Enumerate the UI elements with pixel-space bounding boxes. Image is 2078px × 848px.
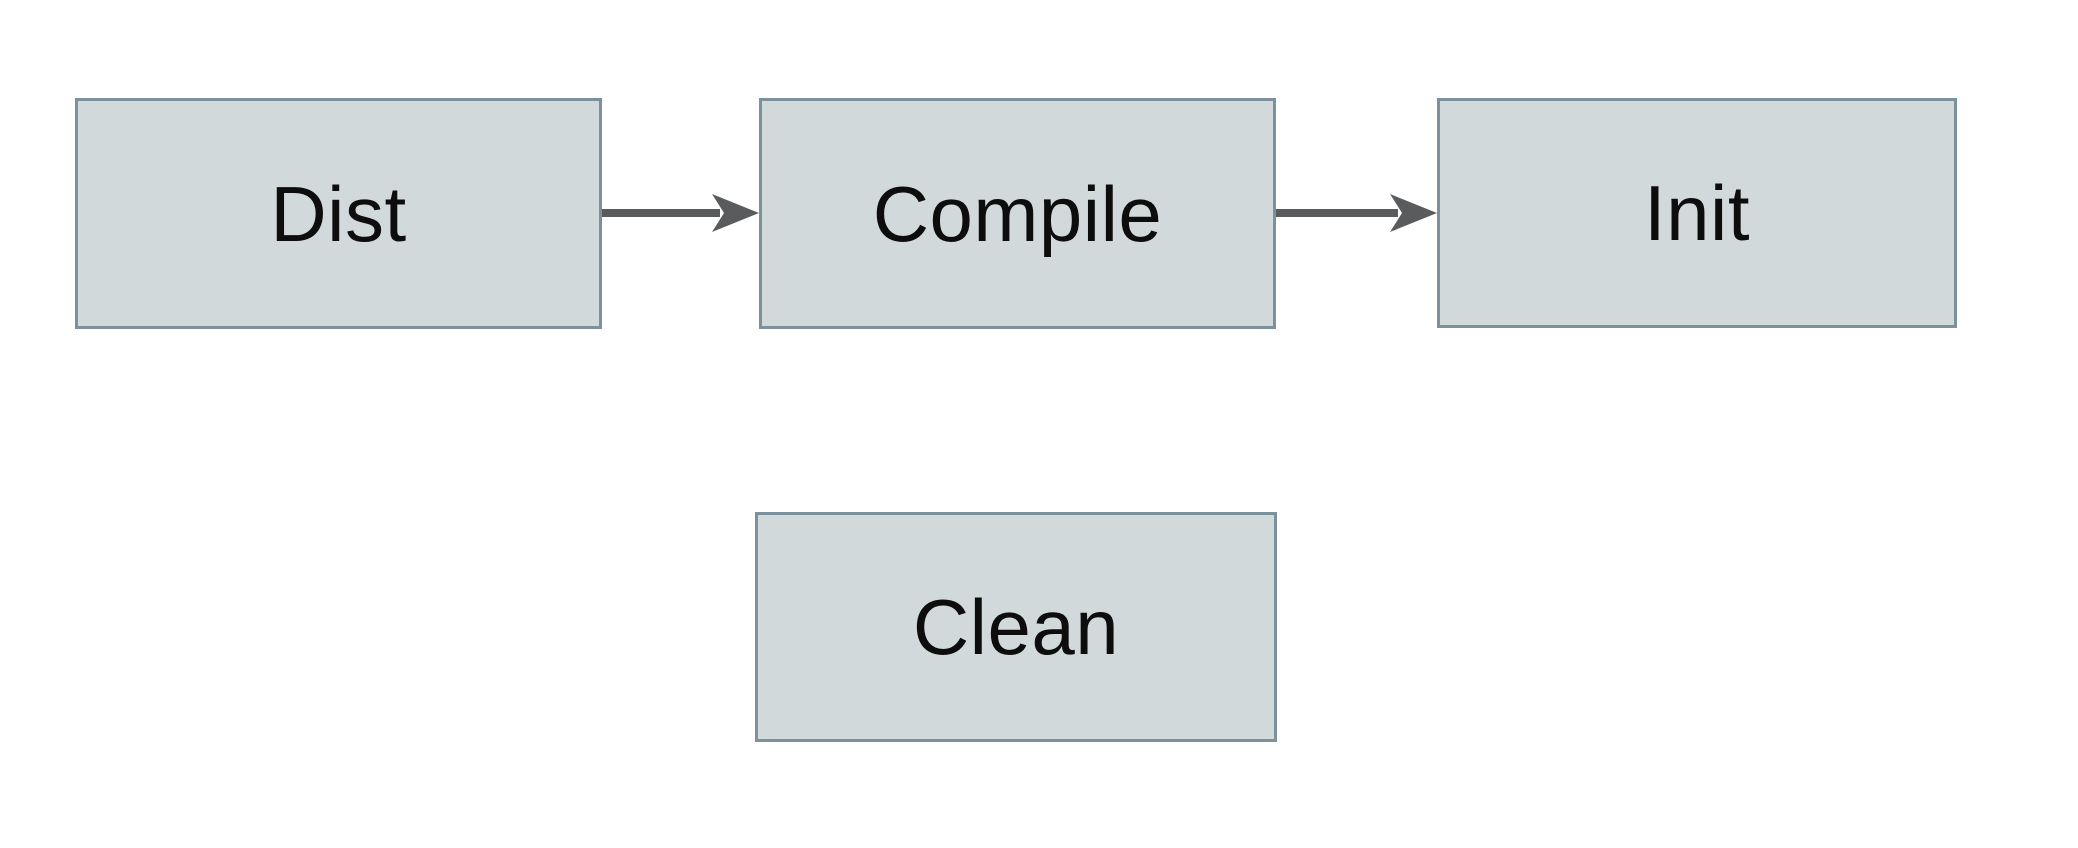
arrow-dist-to-compile: [602, 194, 759, 232]
arrow-shaft: [602, 209, 720, 217]
arrow-compile-to-init: [1276, 194, 1437, 232]
arrow-head-icon: [712, 194, 759, 232]
node-init-label: Init: [1643, 169, 1751, 257]
node-clean: Clean: [755, 512, 1277, 742]
node-dist-label: Dist: [270, 169, 407, 258]
arrow-shaft: [1276, 209, 1398, 217]
arrow-head-icon: [1390, 194, 1437, 232]
node-compile-label: Compile: [872, 169, 1163, 258]
node-init: Init: [1437, 98, 1957, 328]
node-clean-label: Clean: [912, 583, 1120, 671]
node-compile: Compile: [759, 98, 1276, 329]
node-dist: Dist: [75, 98, 602, 329]
